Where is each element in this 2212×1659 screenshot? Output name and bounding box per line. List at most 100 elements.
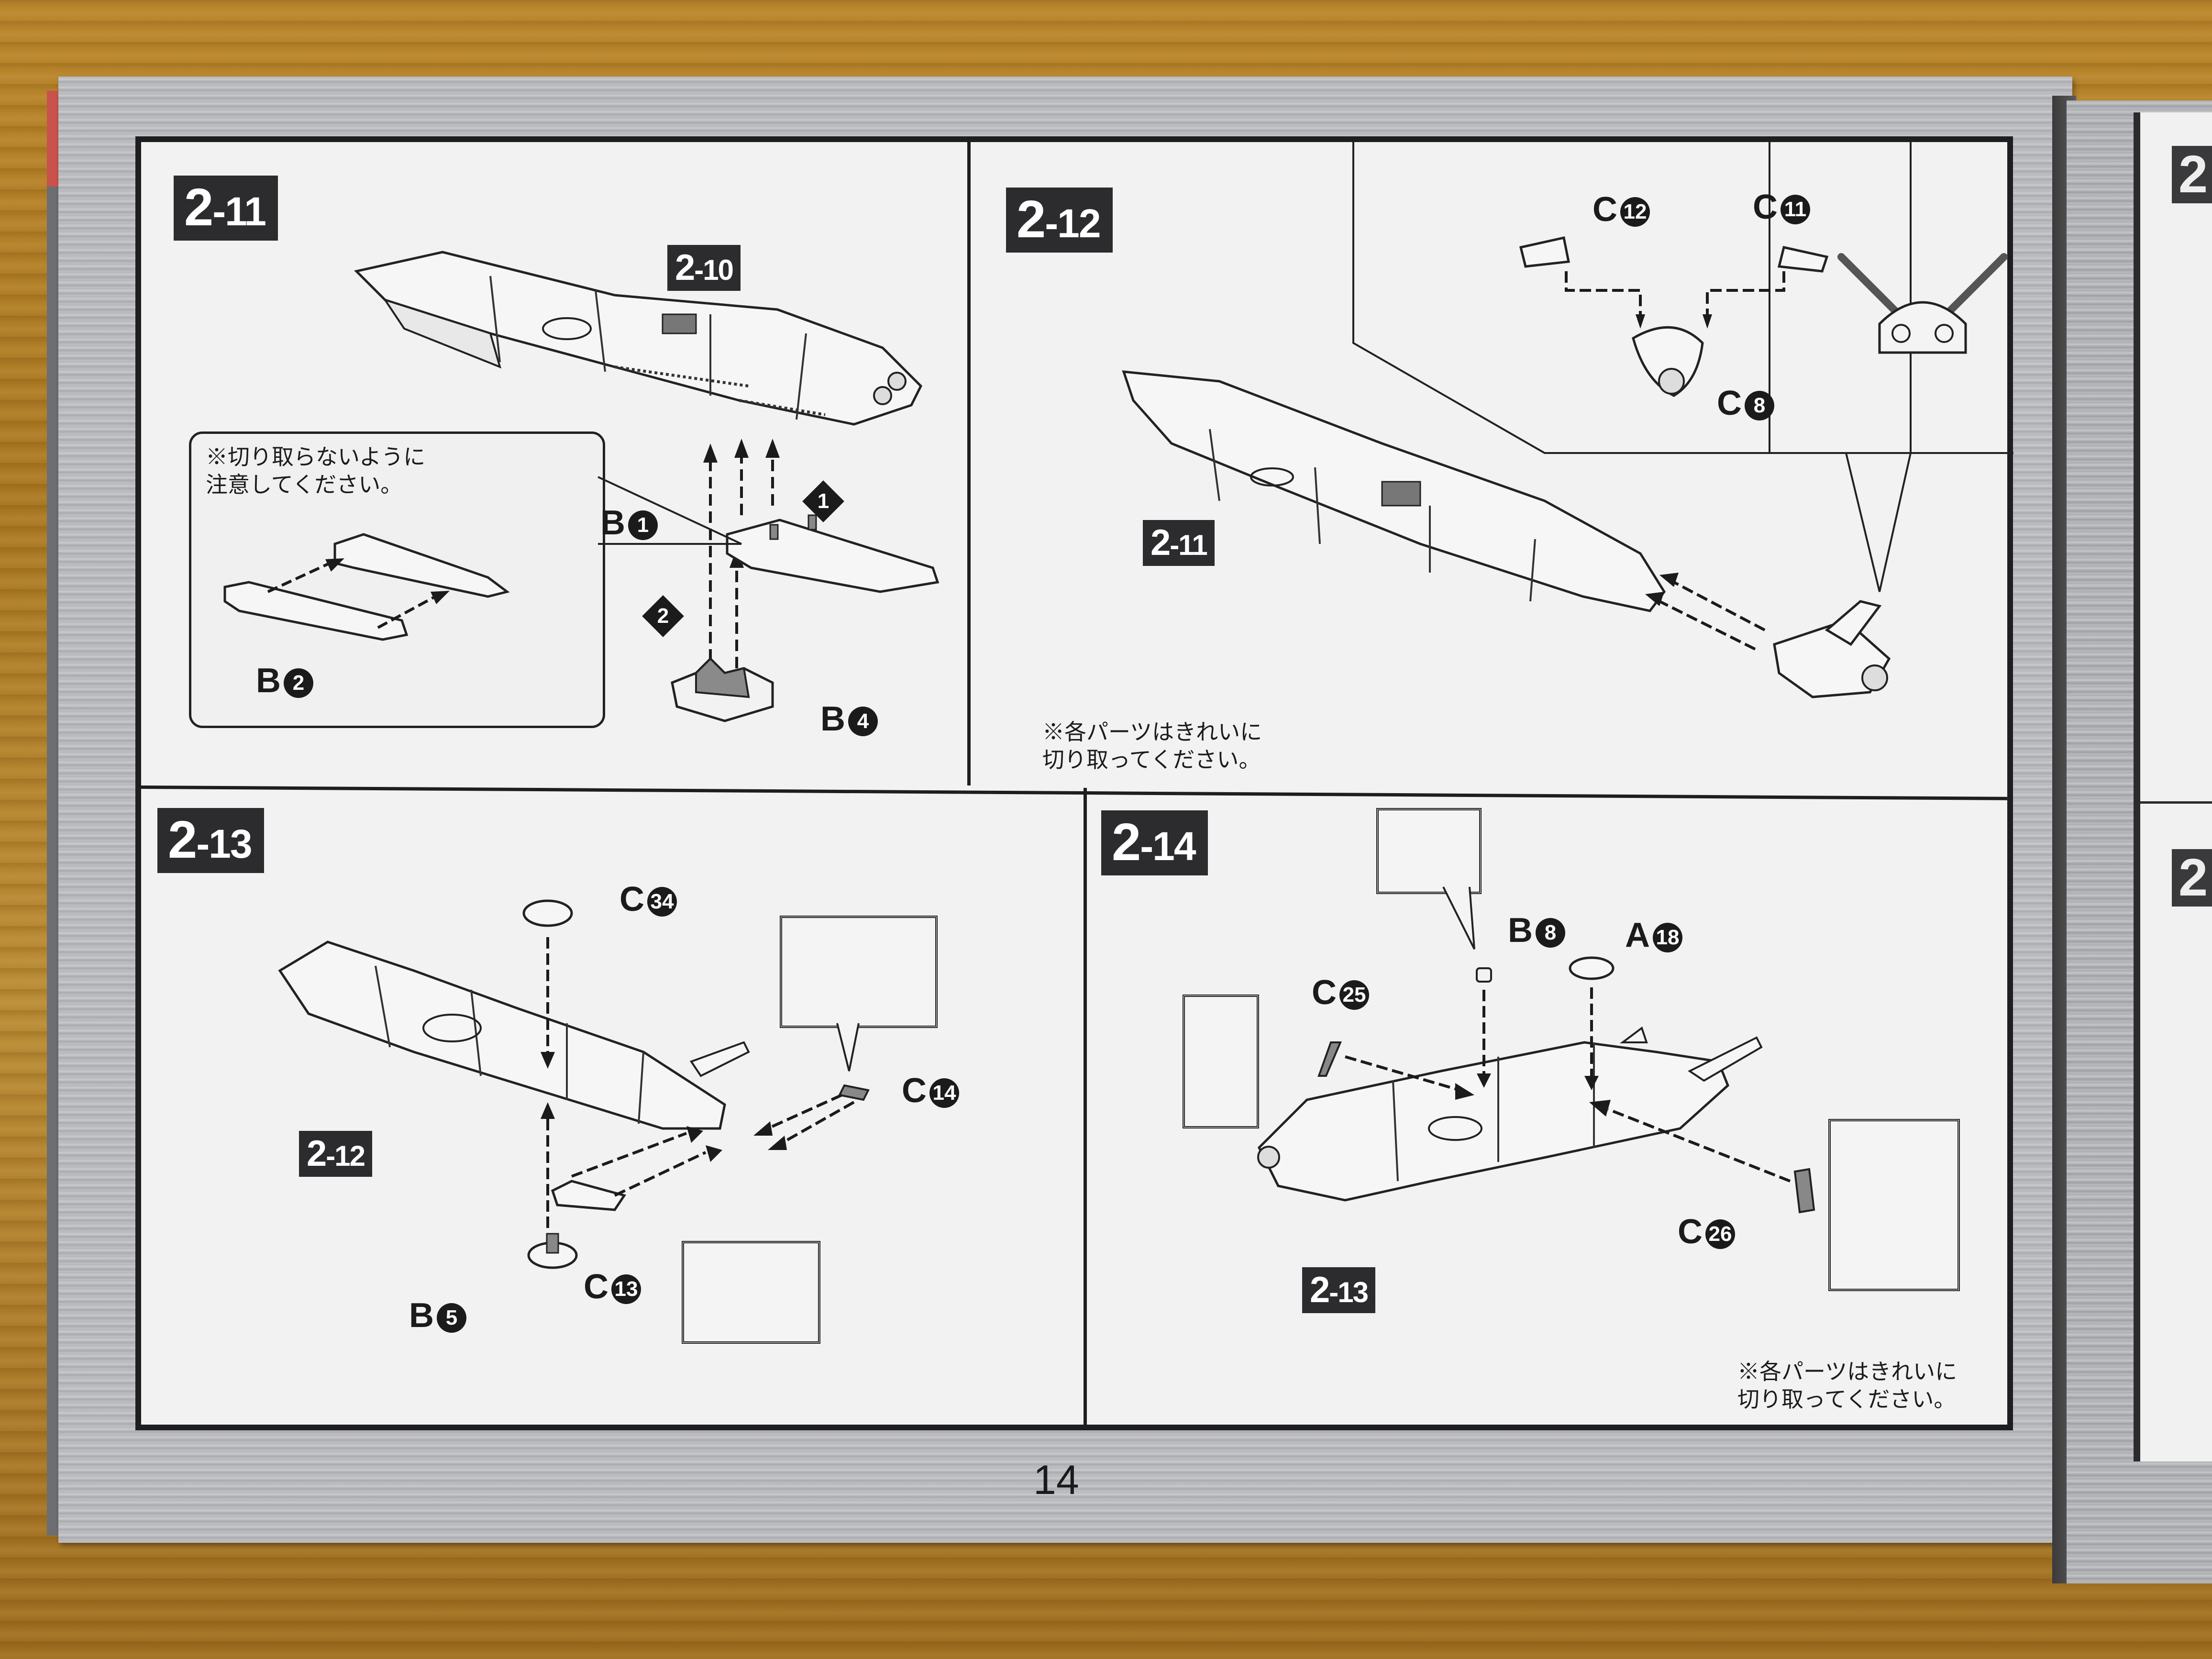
part-number: 1 — [628, 510, 658, 540]
detail-inset-c25 — [1183, 995, 1259, 1128]
tail-fin-parts-illustration — [1519, 236, 1829, 397]
vertical-divider-bottom — [1084, 788, 1087, 1425]
assembly-arrows — [703, 439, 780, 678]
caution-note: ※切り取らないように 注意してください。 — [206, 444, 426, 497]
cutting-note: ※各パーツはきれいに 切り取ってください。 — [1737, 1359, 1958, 1412]
reference-tag-main: 2 — [1310, 1270, 1330, 1310]
step-tag-sub: -14 — [1140, 824, 1196, 869]
detail-inset-c13 — [682, 1241, 820, 1344]
part-letter: B — [409, 1296, 434, 1335]
assembly-arrow-down — [541, 937, 555, 1069]
step-tag: 2-13 — [157, 808, 264, 873]
lower-hull-part — [726, 514, 940, 593]
reference-tag-sub: -10 — [694, 254, 734, 286]
part-a18-illustration — [1569, 956, 1615, 980]
right-step-tag-bottom: 2 — [2172, 849, 2212, 907]
step-tag-sub: -11 — [212, 189, 266, 234]
part-number: 11 — [1781, 194, 1810, 224]
reference-tag-main: 2 — [1150, 522, 1171, 563]
part-letter: B — [256, 662, 281, 700]
part-letter: B — [600, 504, 625, 542]
part-c13-illustration — [551, 1126, 722, 1211]
part-number: 14 — [929, 1078, 959, 1108]
part-letter: C — [1593, 190, 1617, 229]
callout-pointer — [836, 1023, 860, 1072]
reference-tag-sub: -11 — [1170, 529, 1207, 561]
substep-number: 1 — [817, 489, 830, 513]
page-number: 14 — [1033, 1457, 1079, 1503]
substep-marker: 2 — [642, 595, 684, 637]
part-number: 4 — [848, 706, 878, 736]
part-number: 8 — [1745, 390, 1774, 420]
detail-inset-c14 — [780, 916, 938, 1028]
part-b5-illustration — [527, 1233, 578, 1269]
part-number: 25 — [1339, 980, 1369, 1010]
part-number: 8 — [1536, 918, 1565, 948]
step-panel-2-11: 2-11 2-10 1 2 — [141, 142, 967, 785]
step-tag-main: 2 — [1017, 190, 1046, 249]
part-letter: C — [1753, 188, 1778, 226]
part-number: 18 — [1653, 922, 1682, 952]
ship-hull-illustration — [354, 251, 923, 426]
part-number: 5 — [437, 1303, 466, 1333]
step-tag: 2-11 — [174, 176, 278, 241]
substep-number: 2 — [657, 604, 669, 628]
callout-pointer — [1442, 886, 1475, 950]
step-tag: 2-14 — [1101, 810, 1208, 875]
ship-hull-illustration — [278, 940, 750, 1130]
detail-inset-b8 — [1376, 808, 1482, 894]
part-number: 34 — [647, 886, 677, 917]
right-step-tag-top: 2 — [2172, 146, 2212, 203]
engine-nozzle-part — [1773, 600, 1891, 698]
detail-inset-c26 — [1828, 1119, 1960, 1291]
ship-hull-illustration — [1257, 1026, 1763, 1202]
part-c26-illustration — [1589, 1100, 1815, 1214]
reference-tag: 2-12 — [299, 1131, 372, 1177]
part-b4-illustration — [671, 657, 774, 722]
ship-hull-illustration — [1122, 370, 1766, 651]
callout-leader — [597, 476, 742, 545]
reference-tag-sub: -13 — [1329, 1276, 1369, 1308]
step-tag-main: 2 — [184, 178, 213, 237]
part-number: 2 — [284, 668, 313, 698]
step-tag-sub: -12 — [1045, 201, 1101, 246]
cutting-note: ※各パーツはきれいに 切り取ってください。 — [1042, 719, 1262, 772]
assembly-arrow-up — [541, 1102, 555, 1229]
cover-red-edge — [47, 91, 58, 187]
part-letter: C — [584, 1268, 608, 1306]
part-letter: C — [1678, 1213, 1703, 1251]
reference-tag: 2-11 — [1143, 520, 1215, 566]
step-tag-main: 2 — [168, 810, 197, 869]
cover-gray-edge — [47, 187, 58, 1536]
step-tag-main: 2 — [1112, 813, 1141, 872]
part-letter: C — [619, 880, 644, 918]
right-page-frame: 2 2 — [2134, 112, 2212, 1461]
step-tag: 2-12 — [1006, 188, 1113, 253]
part-letter: C — [1312, 973, 1337, 1012]
part-c25-illustration — [1317, 1041, 1474, 1100]
part-letter: B — [1508, 911, 1533, 950]
instruction-grid: 2-11 2-10 1 2 — [135, 136, 2013, 1430]
right-page-divider — [2140, 801, 2212, 804]
step-tag-sub: -13 — [196, 821, 252, 866]
engine-front-view-illustration — [1837, 253, 2008, 354]
part-number: 13 — [611, 1274, 641, 1304]
assembly-arrow-down — [1477, 990, 1491, 1088]
part-c14-illustration — [753, 1084, 870, 1150]
reference-tag-sub: -12 — [326, 1140, 365, 1172]
